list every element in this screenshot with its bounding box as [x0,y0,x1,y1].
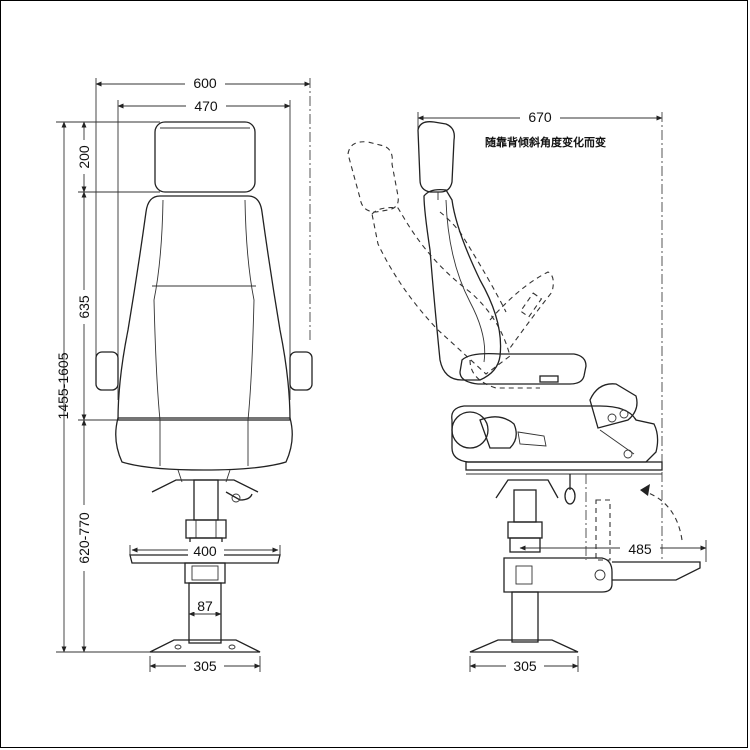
dim-seat-width-label: 470 [194,98,218,114]
side-lower-column [511,591,539,643]
side-collar-1 [507,521,543,539]
dim-column-label: 87 [197,598,213,614]
dim-front-base: 305 [149,656,261,674]
front-upper-column [193,479,219,521]
dim-total-height: 1455-1605 [55,121,160,653]
side-collar-2 [509,537,541,553]
front-armrest-right [289,351,313,391]
side-footrest-mechanism [589,383,638,429]
side-armrest [459,352,587,385]
folded-footrest-outline [595,499,611,561]
dim-footrest-label: 485 [628,541,652,557]
side-armrest-button [539,375,559,383]
dim-headrest-label: 200 [76,145,92,169]
folded-footrest-arc [639,489,683,541]
dim-seat-height: 620-770 [76,419,92,653]
side-footrest-bracket [503,557,613,593]
dim-side-depth-label: 670 [528,109,552,125]
front-backrest [117,195,291,421]
side-upper-column [513,489,537,523]
front-base [149,639,261,653]
dim-headrest-height: 200 [76,121,160,193]
side-slide-rail [465,461,663,471]
reclined-headrest-outline [347,141,399,213]
side-backrest [423,188,502,381]
dim-total-height-label: 1455-1605 [55,352,71,419]
side-swivel-plate [495,479,559,499]
front-collar-1 [185,519,227,539]
dim-side-base-label: 305 [513,658,537,674]
front-armrest-left [95,351,119,391]
front-view: 600 470 1455-1605 200 63 [55,74,313,674]
front-swivel-plate [151,479,259,493]
dim-seat-width: 470 [117,96,291,400]
front-seat-cushion [115,417,293,471]
front-headrest [154,121,256,193]
reclined-backrest-outline [371,207,511,375]
dim-back-label: 635 [76,295,92,319]
front-height-lever [225,491,253,501]
side-base [469,639,579,653]
dim-overall-width: 600 [95,74,311,375]
dim-seat-height-label: 620-770 [76,512,92,564]
side-headrest [417,121,455,193]
side-view: 670 随靠背倾斜角度变化而变 [347,108,707,674]
dim-footrest-extension: 485 [519,540,707,562]
reclined-armrest-outline [489,271,554,349]
dim-side-base: 305 [469,656,579,674]
dim-front-base-label: 305 [193,658,217,674]
side-footplate [612,561,701,581]
side-seat-knob [451,411,489,449]
dim-overall-width-label: 600 [193,75,217,91]
recline-note: 随靠背倾斜角度变化而变 [485,135,606,149]
side-seat-cushion [451,405,659,463]
dim-back-height: 635 [76,191,118,421]
front-footplate [129,554,281,564]
dim-footplate-label: 400 [193,543,217,559]
dim-side-depth: 670 [417,108,663,560]
